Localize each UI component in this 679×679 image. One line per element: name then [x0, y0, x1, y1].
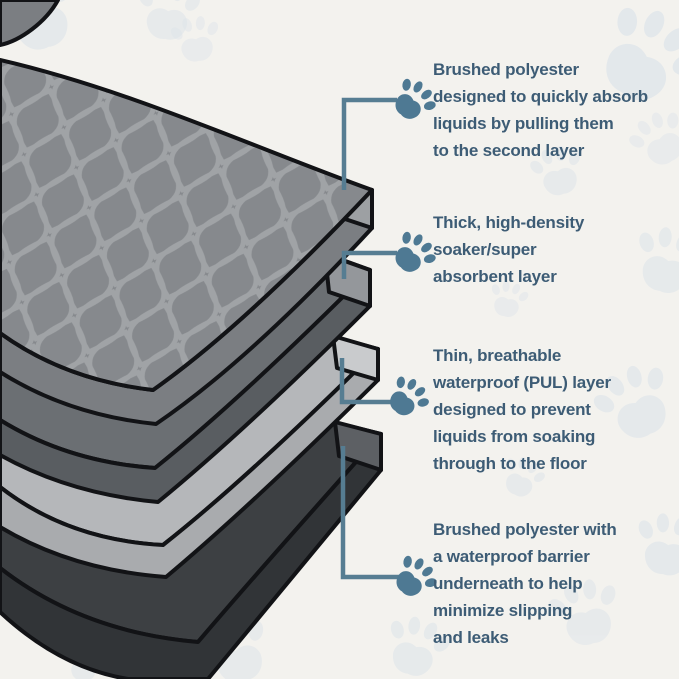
connector-line-2 — [341, 250, 397, 279]
connector-line-4 — [340, 446, 399, 580]
callout-connectors — [339, 97, 399, 580]
layer-1-quilted-top — [0, 0, 374, 426]
connector-line-1 — [341, 97, 397, 190]
layer-stack — [0, 0, 383, 679]
annotation-text-waterproof-layer: Thin, breathable waterproof (PUL) layer … — [433, 346, 611, 473]
annotation-text-backing-layer: Brushed polyester with a waterproof barr… — [433, 520, 617, 647]
layer-4-edge-face — [333, 420, 383, 472]
annotation-text-top-layer: Brushed polyester designed to quickly ab… — [433, 60, 648, 160]
annotation-text-soaker-layer: Thick, high-density soaker/super absorbe… — [433, 213, 585, 286]
layer-1-top-face — [0, 58, 374, 392]
connector-line-3 — [339, 358, 392, 405]
layer-1-corner-fold — [0, 0, 60, 47]
